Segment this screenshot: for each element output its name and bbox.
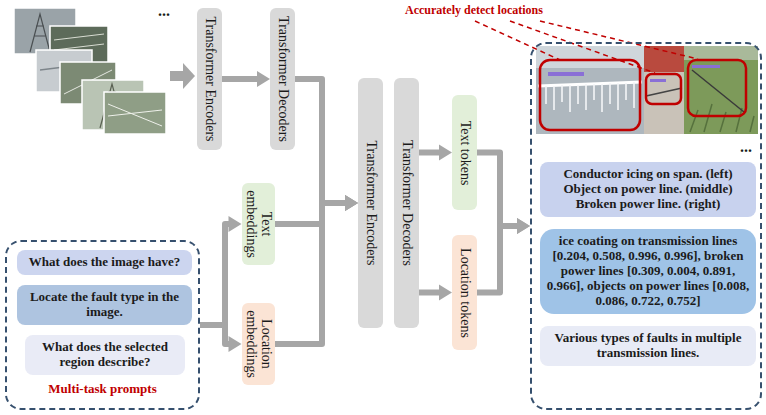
icicles	[546, 82, 634, 112]
callout-label: Accurately detect locations	[405, 3, 543, 18]
prompt-box: What does the selected region describe?	[25, 335, 185, 375]
block-label: Transformer Decoders	[275, 12, 290, 146]
leader-line	[475, 21, 560, 60]
token-block: Location tokens	[452, 235, 477, 350]
box-text: What does the image have?	[23, 255, 186, 270]
summary-box: Various types of faults in multiple tran…	[540, 326, 756, 366]
prompt-group: Multi-task prompts What does the image ha…	[5, 240, 200, 410]
block-label: Text embeddings	[243, 187, 272, 261]
result-image	[536, 46, 758, 134]
flow-arrow	[477, 153, 530, 235]
flow-arrow	[419, 285, 452, 301]
block-label: Transformer Encoders	[363, 82, 378, 324]
flow-arrow	[275, 195, 359, 224]
box-tag	[692, 65, 720, 68]
encoder-block: Transformer Encoders	[358, 78, 383, 328]
roof	[644, 46, 684, 72]
box-text: What does the selected region describe?	[31, 340, 179, 370]
flow-arrow	[295, 79, 358, 211]
wire-sketch	[108, 104, 162, 126]
arrow-shaft	[222, 76, 259, 82]
image-stack	[14, 8, 166, 134]
arrow-shaft	[419, 290, 441, 296]
arrow-shaft	[200, 224, 231, 325]
photo-panel	[536, 46, 644, 134]
input-arrow	[170, 63, 195, 89]
ellipsis: ...	[158, 2, 170, 20]
leader-lines	[475, 21, 698, 73]
flow-arrow	[200, 216, 242, 325]
block-label: Transformer Encoders	[202, 12, 217, 146]
arrow-shaft	[477, 226, 519, 293]
prompt-box: Locate the fault type in the image.	[17, 285, 192, 325]
block-label: Location embeddings	[243, 307, 272, 381]
broken-line	[692, 70, 744, 112]
arrow-body	[170, 71, 183, 81]
box-text: Conductor icing on span. (left) Object o…	[546, 167, 750, 212]
photo	[104, 92, 166, 134]
detection-box	[540, 60, 640, 130]
output-group: ... Conductor icing on span. (left) Objec…	[530, 42, 762, 410]
photo-panel	[684, 46, 758, 134]
photo-panel	[644, 46, 684, 134]
block-label: Transformer Decoders	[399, 82, 414, 324]
block-label: Location tokens	[457, 239, 472, 346]
arrow-head	[229, 216, 242, 232]
decoder-block: Transformer Decoders	[394, 78, 419, 328]
token-block: Text tokens	[452, 95, 477, 210]
group-heading: Multi-task prompts	[7, 381, 198, 397]
grounding-box: ice coating on transmission lines [0.204…	[540, 229, 756, 314]
leader-line	[540, 21, 698, 59]
arrow-shaft	[477, 153, 519, 227]
flow-arrow	[275, 195, 359, 344]
arrow-shaft	[200, 325, 231, 344]
power-line	[646, 88, 682, 96]
ellipsis: ...	[740, 138, 752, 156]
prompt-box: What does the image have?	[17, 250, 192, 275]
arrow-head	[229, 336, 242, 352]
detection-box	[646, 74, 681, 104]
flow-arrow	[200, 325, 242, 352]
detection-box	[688, 60, 746, 116]
arrow-head	[345, 195, 358, 211]
arrow-shaft	[419, 150, 441, 156]
arrow-shaft	[295, 79, 347, 203]
grass	[690, 104, 754, 132]
box-text: Locate the fault type in the image.	[23, 290, 186, 320]
arrow-shaft	[275, 203, 348, 224]
arrow-head	[345, 195, 358, 211]
flow-arrow	[222, 71, 270, 87]
wire-sketch	[54, 34, 104, 50]
tower-sketch	[30, 14, 50, 52]
arrow-head	[517, 218, 530, 234]
box-text: Various types of faults in multiple tran…	[546, 331, 750, 361]
arrow-shaft	[275, 203, 348, 344]
arrow-head	[183, 63, 195, 89]
embedding-block: Text embeddings	[242, 183, 275, 265]
photo-sky	[684, 46, 758, 60]
decoder-block: Transformer Decoders	[270, 8, 295, 150]
box-tag	[548, 72, 584, 76]
arrow-head	[439, 145, 452, 161]
flow-arrow	[477, 218, 530, 293]
block-label: Text tokens	[457, 99, 472, 206]
encoder-block: Transformer Encoders	[197, 8, 222, 150]
box-tag	[650, 79, 666, 82]
caption-box: Conductor icing on span. (left) Object o…	[540, 162, 756, 217]
embedding-block: Location embeddings	[242, 303, 275, 385]
arrow-head	[345, 195, 358, 211]
flow-arrow	[419, 145, 452, 161]
arrow-head	[517, 218, 530, 234]
arrow-head	[439, 285, 452, 301]
arrow-head	[257, 71, 270, 87]
box-text: ice coating on transmission lines [0.204…	[546, 234, 750, 309]
